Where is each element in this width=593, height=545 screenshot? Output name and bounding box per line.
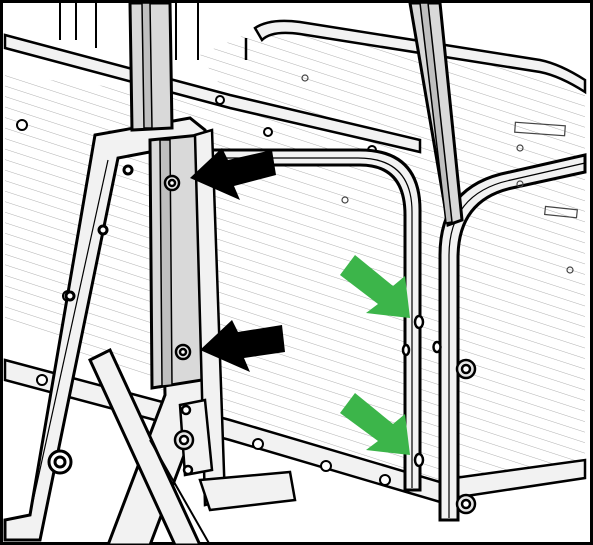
background-frame (59, 3, 199, 60)
rear-rail (3, 19, 587, 154)
corner-frame-left (203, 148, 422, 492)
corner-frame-right (438, 153, 587, 522)
black-arrows (190, 148, 285, 372)
black-arrow-lower (200, 320, 285, 372)
frame-holes (401, 314, 442, 468)
right-frame-bolts (455, 358, 477, 515)
green-arrows (340, 255, 410, 455)
vertical-post (128, 1, 204, 390)
right-upright (408, 1, 464, 228)
black-arrow-upper (190, 148, 276, 200)
bed-decals (301, 74, 578, 274)
post-bracket (173, 128, 297, 512)
green-arrow-upper (340, 255, 410, 318)
green-arrow-lower (340, 393, 410, 455)
frame-hole-upper (413, 314, 425, 330)
frame-hole-lower (413, 452, 425, 468)
post-bolts (163, 174, 192, 361)
